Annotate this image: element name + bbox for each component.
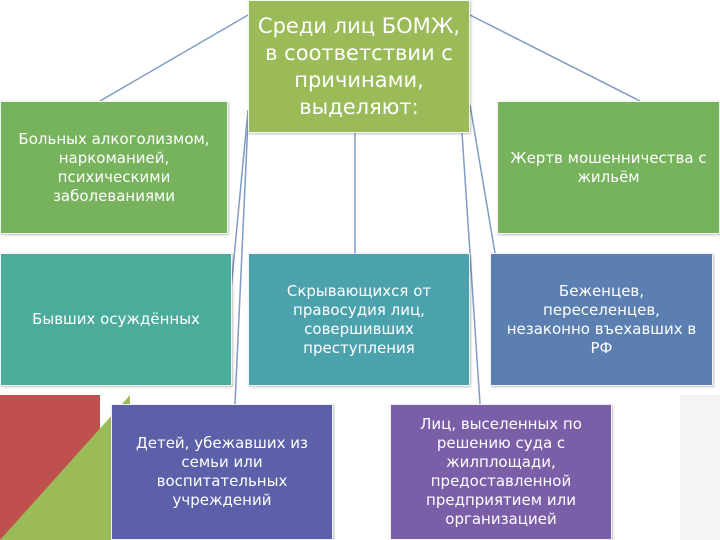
category-refugees: Беженцев, переселенцев, незаконно въехав… xyxy=(490,253,713,386)
connector-to-children xyxy=(234,119,249,405)
central-node-label: Среди лиц БОМЖ, в соответствии с причина… xyxy=(257,13,461,119)
category-hiding-from-justice-label: Скрывающихся от правосудия лиц, совершив… xyxy=(286,281,432,357)
category-refugees-label: Беженцев, переселенцев, незаконно въехав… xyxy=(506,281,697,357)
decorative-light-strip xyxy=(680,395,720,540)
category-former-convicts-label: Бывших осуждённых xyxy=(32,310,200,328)
category-alcohol-label: Больных алкоголизмом, наркоманией, психи… xyxy=(18,129,210,205)
category-housing-fraud: Жертв мошенничества с жильём xyxy=(497,101,720,234)
connector-to-convicts xyxy=(229,109,249,301)
connector-to-alcohol xyxy=(99,14,249,102)
category-hiding-from-justice: Скрывающихся от правосудия лиц, совершив… xyxy=(248,253,470,386)
category-evicted-persons: Лиц, выселенных по решению суда с жилпло… xyxy=(390,404,612,540)
central-node: Среди лиц БОМЖ, в соответствии с причина… xyxy=(248,0,470,133)
category-evicted-persons-label: Лиц, выселенных по решению суда с жилпло… xyxy=(420,415,582,528)
category-former-convicts: Бывших осуждённых xyxy=(0,253,232,386)
category-runaway-children-label: Детей, убежавших из семьи или воспитател… xyxy=(136,434,308,509)
category-housing-fraud-label: Жертв мошенничества с жильём xyxy=(510,148,707,186)
connector-to-refugees xyxy=(469,104,496,254)
category-alcohol: Больных алкоголизмом, наркоманией, психи… xyxy=(0,101,228,234)
connector-to-fraud xyxy=(469,14,641,102)
category-runaway-children: Детей, убежавших из семьи или воспитател… xyxy=(111,404,333,540)
